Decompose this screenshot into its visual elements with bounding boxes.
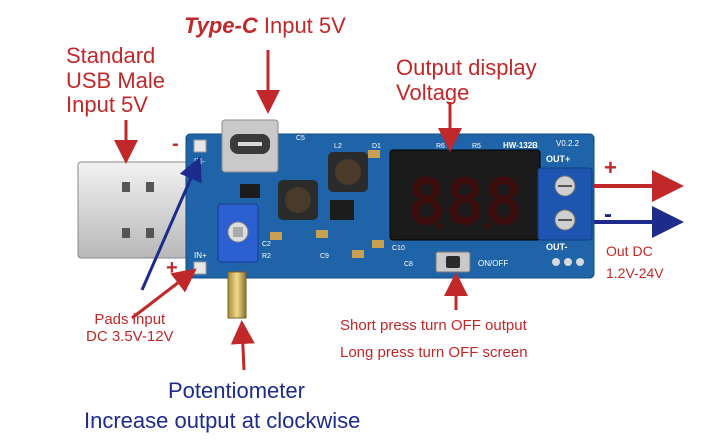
svg-text:888: 888 <box>407 166 523 240</box>
board-version: V0.2.2 <box>556 139 580 148</box>
silk-out-minus: OUT- <box>546 242 568 252</box>
silk-out-plus: OUT+ <box>546 154 570 164</box>
silk-c5: C5 <box>296 135 305 142</box>
output-terminal <box>537 167 593 241</box>
typec-input-label: Type-C Input 5V <box>184 13 346 38</box>
silk-c10: C10 <box>392 245 405 252</box>
silk-in-plus: IN+ <box>194 251 207 260</box>
silk-r2: R2 <box>262 253 271 260</box>
silk-d1: D1 <box>372 143 381 150</box>
voltage-display: 888 <box>389 149 541 241</box>
output-plus-label: + <box>604 155 617 180</box>
type-c-port <box>221 119 279 173</box>
silk-c8: C8 <box>404 261 413 268</box>
silk-r6: R6 <box>436 143 445 150</box>
arrows <box>114 50 468 371</box>
button-label: Short press turn OFF output Long press t… <box>340 317 528 361</box>
silk-onoff: ON/OFF <box>478 259 508 268</box>
output-dc-label: Out DC 1.2V-24V <box>606 243 664 282</box>
pads-input-label: Pads input DC 3.5V-12V <box>86 311 174 345</box>
input-minus-mark: - <box>172 133 179 155</box>
board-model: HW-132B <box>503 141 538 150</box>
input-plus-mark: + <box>166 257 178 279</box>
display-label: Output display Voltage <box>396 55 537 105</box>
usb-input-label: Standard USB Male Input 5V <box>66 43 166 118</box>
silk-c9: C9 <box>320 253 329 260</box>
silk-r5: R5 <box>472 143 481 150</box>
silk-c2: C2 <box>262 241 271 248</box>
output-minus-label: - <box>604 201 612 228</box>
silk-l2: L2 <box>334 143 342 150</box>
potentiometer-label: Potentiometer Increase output at clockwi… <box>84 378 361 434</box>
potentiometer <box>217 203 259 319</box>
